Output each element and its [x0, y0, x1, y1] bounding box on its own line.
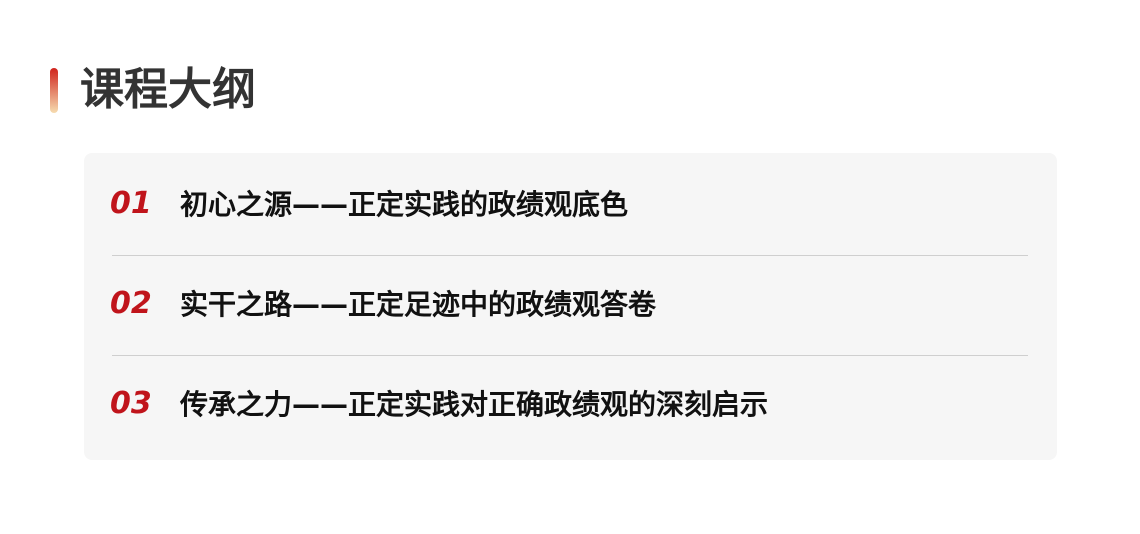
- list-item: 03 传承之力——正定实践对正确政绩观的深刻启示: [110, 378, 768, 428]
- page-title: 课程大纲: [80, 64, 256, 115]
- item-text: 实干之路——正定足迹中的政绩观答卷: [180, 288, 657, 321]
- item-number: 01: [110, 185, 152, 221]
- item-text: 传承之力——正定实践对正确政绩观的深刻启示: [180, 388, 769, 421]
- item-number: 03: [110, 385, 152, 421]
- item-text: 初心之源——正定实践的政绩观底色: [180, 188, 629, 221]
- divider: [112, 355, 1028, 356]
- outline-card: 01 初心之源——正定实践的政绩观底色 02 实干之路——正定足迹中的政绩观答卷…: [84, 153, 1057, 460]
- list-item: 02 实干之路——正定足迹中的政绩观答卷: [110, 278, 656, 328]
- list-item: 01 初心之源——正定实践的政绩观底色: [110, 178, 628, 228]
- item-number: 02: [110, 285, 152, 321]
- divider: [112, 255, 1028, 256]
- title-accent-bar: [50, 68, 58, 113]
